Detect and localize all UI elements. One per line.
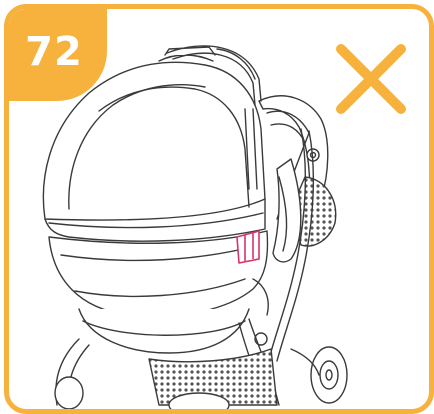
instruction-panel: 72 bbox=[4, 4, 434, 414]
step-number: 72 bbox=[25, 29, 83, 75]
step-badge: 72 bbox=[5, 5, 107, 101]
bassinet-latch-highlight bbox=[237, 231, 259, 263]
rear-wheel bbox=[311, 347, 347, 403]
bassinet-body bbox=[49, 231, 267, 317]
front-wheel bbox=[55, 377, 83, 409]
cross-icon bbox=[331, 39, 411, 119]
